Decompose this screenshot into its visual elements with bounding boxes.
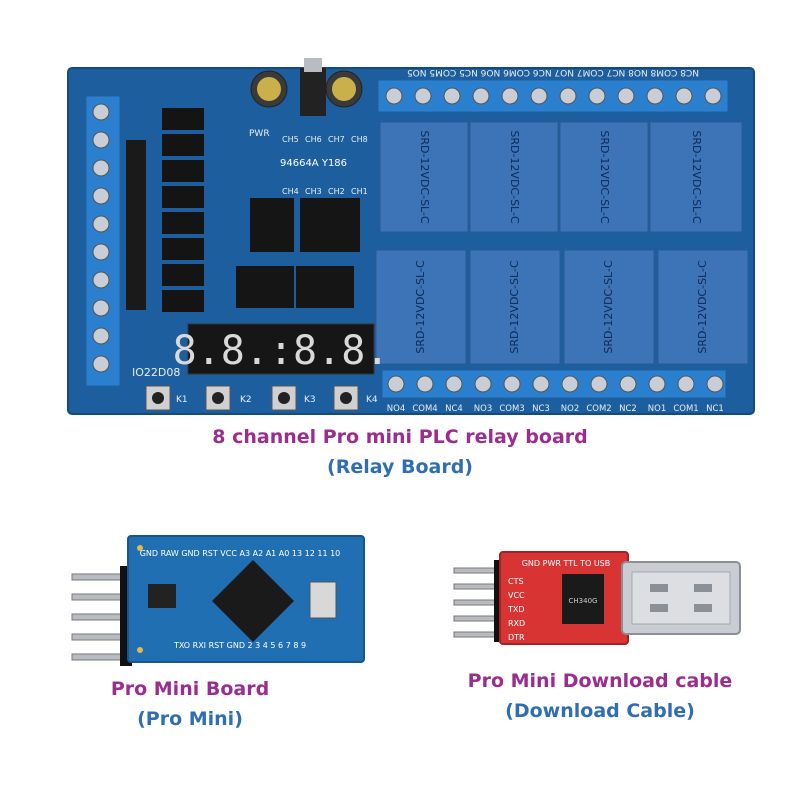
relay-top-row: SRD-12VDC-SL-C SRD-12VDC-SL-C SRD-12VDC-… — [379, 121, 743, 233]
button-label: K2 — [240, 395, 252, 405]
terminal-label: NO3 — [474, 404, 492, 414]
pin-header-strip — [126, 140, 146, 310]
pro-mini-bottom-pins: TXO RXI RST GND 2 3 4 5 6 7 8 9 — [173, 641, 306, 650]
relay-label: SRD-12VDC-SL-C — [508, 260, 521, 354]
display-digits: 8.8.:8.8. — [173, 328, 390, 374]
terminal-label: NC2 — [619, 404, 637, 414]
bottom-terminal-block: NO4 COM4 NC4 NO3 COM3 NC3 NO2 COM2 NC2 N… — [381, 369, 727, 414]
channel-label: CH1 — [351, 187, 368, 196]
terminal-label: COM4 — [412, 404, 437, 414]
left-terminal-block — [85, 95, 121, 387]
relay-label: SRD-12VDC-SL-C — [414, 260, 427, 354]
relay-board-subcaption: (Relay Board) — [327, 456, 473, 478]
cable-pin-label: VCC — [508, 591, 525, 600]
button-label: K1 — [176, 395, 188, 405]
relay-label: SRD-12VDC-SL-C — [690, 130, 703, 224]
relay-board-caption: 8 channel Pro mini PLC relay board — [212, 426, 588, 448]
terminal-label: COM2 — [586, 404, 611, 414]
pwr-label: PWR — [249, 129, 270, 139]
push-buttons: K1 K2 K3 K4 — [145, 385, 378, 411]
download-cable: GND PWR TTL TO USB CTS VCC TXD RXD DTR C… — [453, 551, 741, 645]
terminal-label: NC1 — [706, 404, 724, 414]
optocoupler-row — [162, 108, 204, 312]
usb-plug — [621, 561, 741, 635]
terminal-label: NC3 — [532, 404, 550, 414]
relay-label: SRD-12VDC-SL-C — [418, 130, 431, 224]
relay-label: SRD-12VDC-SL-C — [598, 130, 611, 224]
download-cable-caption: Pro Mini Download cable — [467, 670, 733, 692]
top-terminal-block: NC8 COM8 NO8 NC7 COM7 NO7 NC6 COM6 NO6 N… — [377, 67, 729, 113]
cable-pin-label: RXD — [508, 619, 525, 628]
capacitors — [250, 58, 363, 116]
relay-label: SRD-12VDC-SL-C — [508, 130, 521, 224]
channel-label: CH5 — [282, 135, 299, 144]
channel-label: CH4 — [282, 187, 299, 196]
terminal-label: NO1 — [648, 404, 666, 414]
chip-label: CH340G — [569, 597, 598, 605]
terminal-label: NC4 — [445, 404, 463, 414]
relay-bottom-row: SRD-12VDC-SL-C SRD-12VDC-SL-C SRD-12VDC-… — [375, 249, 749, 365]
pro-mini-board: GND RAW GND RST VCC A3 A2 A1 A0 13 12 11… — [71, 535, 365, 666]
board-code: IO22D08 — [132, 366, 180, 379]
channel-label: CH7 — [328, 135, 345, 144]
voltage-regulator — [300, 68, 326, 116]
chip-code: 94664A Y186 — [280, 158, 347, 169]
download-cable-subcaption: (Download Cable) — [505, 700, 695, 722]
reset-button — [309, 581, 337, 619]
channel-label: CH6 — [305, 135, 322, 144]
channel-labels: CH5 CH6 CH7 CH8 CH4 CH3 CH2 CH1 — [282, 135, 368, 196]
terminal-label: NO4 — [387, 404, 405, 414]
seven-segment-display: 8.8.:8.8. — [173, 323, 390, 375]
relay-label: SRD-12VDC-SL-C — [602, 260, 615, 354]
terminal-label: COM1 — [673, 404, 698, 414]
channel-label: CH2 — [328, 187, 345, 196]
ic-chips — [236, 198, 360, 308]
ch340-chip — [562, 574, 604, 624]
pro-mini-top-pins: GND RAW GND RST VCC A3 A2 A1 A0 13 12 11… — [140, 549, 341, 558]
relay-label: SRD-12VDC-SL-C — [696, 260, 709, 354]
channel-label: CH3 — [305, 187, 322, 196]
pro-mini-subcaption: (Pro Mini) — [137, 708, 243, 730]
terminal-label: COM3 — [499, 404, 524, 414]
channel-label: CH8 — [351, 135, 368, 144]
pro-mini-caption: Pro Mini Board — [110, 678, 270, 700]
cable-pin-label: CTS — [508, 577, 524, 586]
cable-pin-label: DTR — [508, 633, 525, 642]
button-label: K4 — [366, 395, 378, 405]
top-terminal-labels: NC8 COM8 NO8 NC7 COM7 NO7 NC6 COM6 NO6 N… — [407, 67, 699, 77]
cable-pin-label: TXD — [507, 605, 525, 614]
cable-board-top-label: GND PWR TTL TO USB — [522, 559, 611, 568]
button-label: K3 — [304, 395, 316, 405]
terminal-label: NO2 — [561, 404, 579, 414]
relay-board: NC8 COM8 NO8 NC7 COM7 NO7 NC6 COM6 NO6 N… — [67, 58, 755, 415]
